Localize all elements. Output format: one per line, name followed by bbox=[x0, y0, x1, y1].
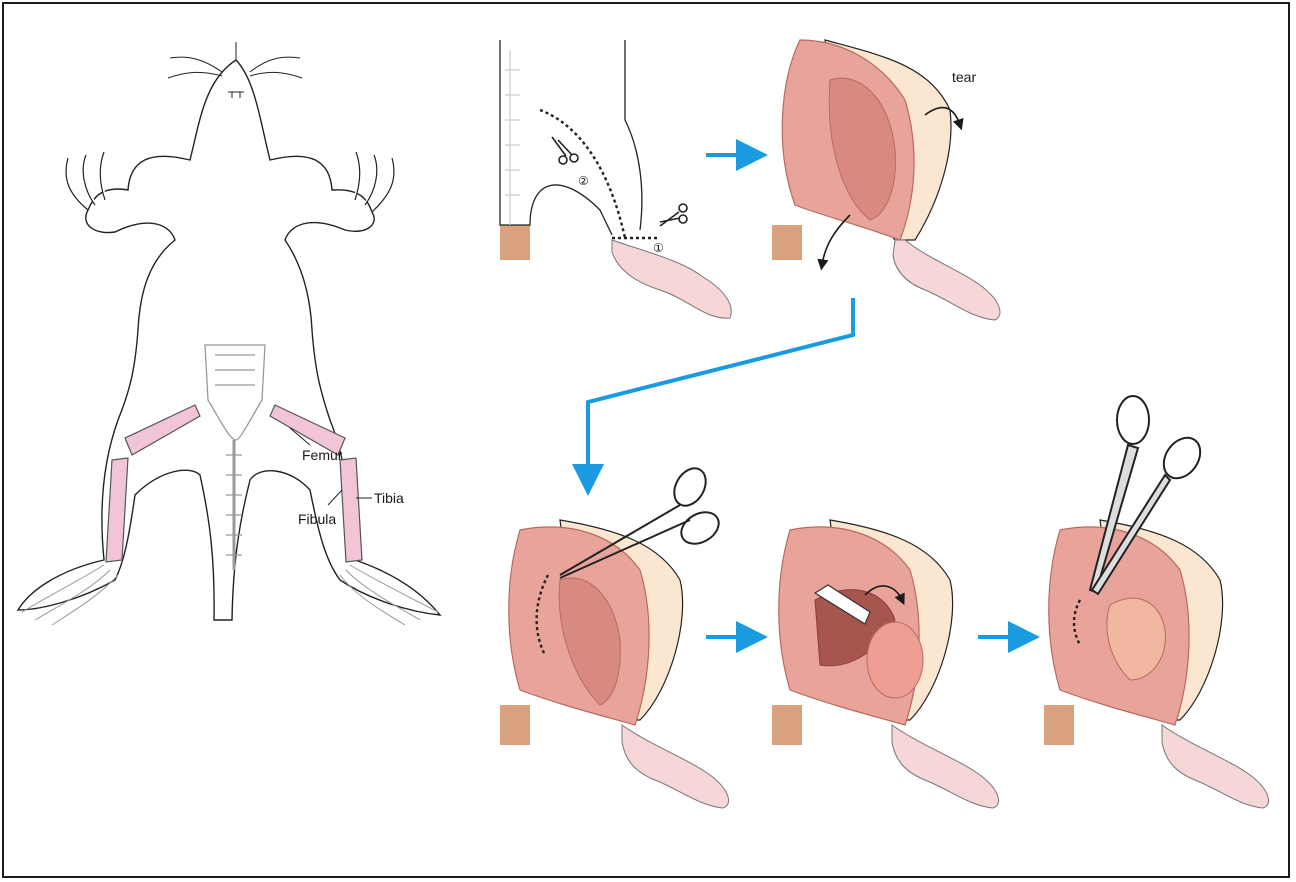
mouse-body bbox=[18, 60, 440, 620]
step-2-marker: ② bbox=[578, 174, 589, 188]
panel-5-cut-bone bbox=[1044, 396, 1269, 808]
femur-label: Femur bbox=[302, 447, 343, 463]
panel-3-cut-muscle bbox=[500, 463, 729, 808]
fibula-label: Fibula bbox=[298, 511, 336, 527]
tear-label: tear bbox=[952, 69, 976, 85]
flow-arrow-2 bbox=[588, 298, 853, 480]
panel-1-incision: ② ① bbox=[500, 40, 731, 318]
panel-2-skin-removed: tear bbox=[772, 40, 1000, 320]
step-1-marker: ① bbox=[653, 241, 664, 255]
panel-4-expose-femur bbox=[772, 520, 999, 808]
tibia-label: Tibia bbox=[374, 490, 404, 506]
fur-patch-1 bbox=[500, 225, 530, 260]
